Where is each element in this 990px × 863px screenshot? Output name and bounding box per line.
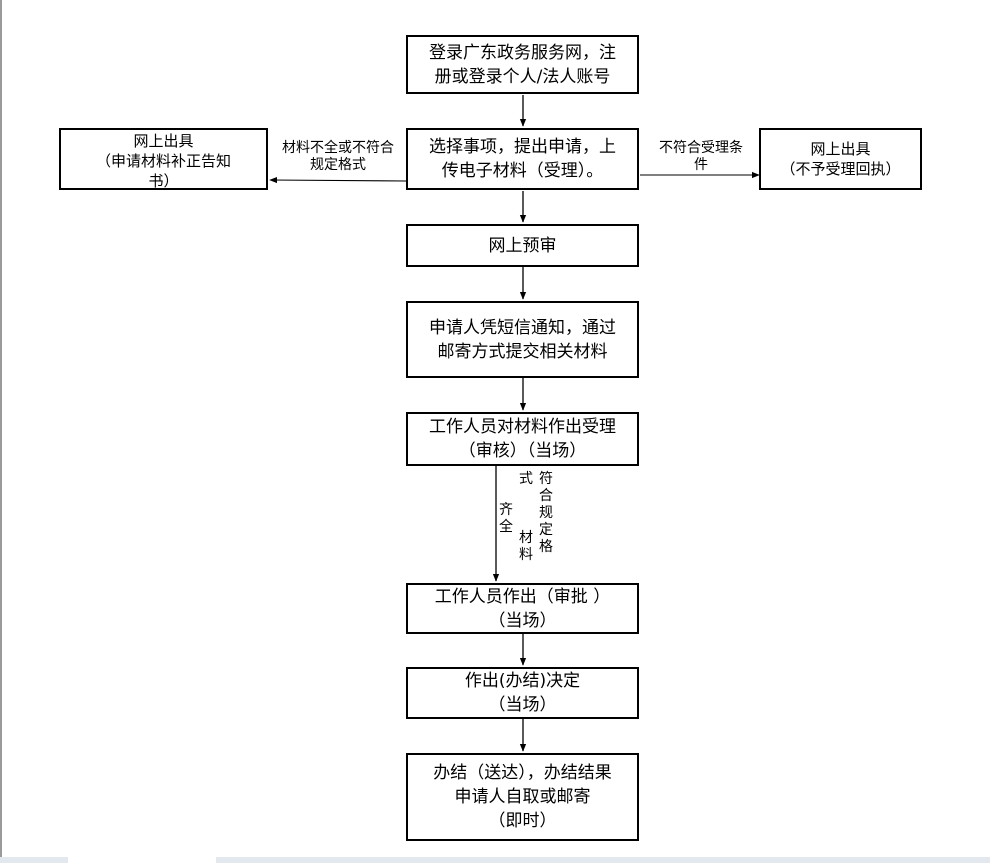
label-right-arrow-line-2: 件 [694,157,708,173]
box-pre-review: 网上预审 [406,224,639,267]
box-mail-line-2: 邮寄方式提交相关材料 [437,341,608,362]
box-select-item: 选择事项，提出申请，上 传电子材料（受理）。 [406,128,639,190]
box-pre-review-line-1: 网上预审 [488,235,557,256]
label-right-arrow-line-1: 不符合受理条 [659,140,743,156]
box-finish: 办结（送达），办结结果 申请人自取或邮寄 （即时） [406,753,639,841]
box-decision: 作出(办结)决定 （当场） [406,667,639,719]
vertical-label-fuhe: 符合规定格 [539,471,553,555]
box-decision-line-2: （当场） [488,695,557,715]
box-accept-review: 工作人员对材料作出受理 （审核）（当场） [406,412,639,466]
box-approve-line-1: 工作人员作出（审批 ） [434,586,611,607]
vertical-label-qiquan: 齐全 [499,502,513,535]
vertical-label-col-1: 齐全 [498,502,514,536]
box-login: 登录广东政务服务网，注 册或登录个人/法人账号 [406,35,639,94]
vertical-label-col-4: 符合规定格 [538,471,554,556]
box-decision-line-1: 作出(办结)决定 [464,671,581,691]
label-right-arrow: 不符合受理条 件 [645,140,757,174]
arrow-select-to-left-output [269,176,407,184]
box-login-line-2: 册或登录个人/法人账号 [434,66,611,87]
box-right-output: 网上出具 （不予受理回执） [759,128,922,190]
box-left-output-line-2: （申请材料补正告知 [95,152,231,170]
box-select-line-1: 选择事项，提出申请，上 [429,137,616,157]
label-left-arrow-line-1: 材料不全或不符合 [282,140,394,156]
bottom-scrollbar-left [0,857,68,863]
box-left-output: 网上出具 （申请材料补正告知 书） [59,128,268,190]
box-right-output-line-2: （不予受理回执） [780,160,901,178]
box-accept-line-2: （审核）（当场） [458,441,587,461]
vertical-label-col-2: 材料 [518,530,534,564]
box-finish-line-1: 办结（送达），办结结果 [433,763,612,783]
box-finish-line-3: （即时） [488,811,557,831]
vertical-label-cailiao: 材料 [519,530,533,563]
box-left-output-line-3: 书） [148,172,179,190]
bottom-scrollbar-right [216,857,990,863]
vertical-label-shi: 式 [519,471,533,487]
box-right-output-line-1: 网上出具 [810,140,871,158]
label-left-arrow-line-2: 规定格式 [310,157,366,173]
box-select-line-2: 传电子材料（受理）。 [441,161,604,181]
box-approve-line-2: （当场） [488,610,557,631]
box-finish-line-2: 申请人自取或邮寄 [454,787,591,807]
box-approve: 工作人员作出（审批 ） （当场） [406,583,639,634]
box-accept-line-1: 工作人员对材料作出受理 [429,417,616,437]
box-mail-line-1: 申请人凭短信通知，通过 [429,317,616,338]
box-mail-materials: 申请人凭短信通知，通过 邮寄方式提交相关材料 [406,301,639,378]
label-left-arrow: 材料不全或不符合 规定格式 [270,140,406,174]
box-left-output-line-1: 网上出具 [133,132,194,150]
vertical-label-col-3: 式 [518,471,534,488]
box-login-line-1: 登录广东政务服务网，注 [429,42,616,63]
window-left-edge [0,0,2,863]
